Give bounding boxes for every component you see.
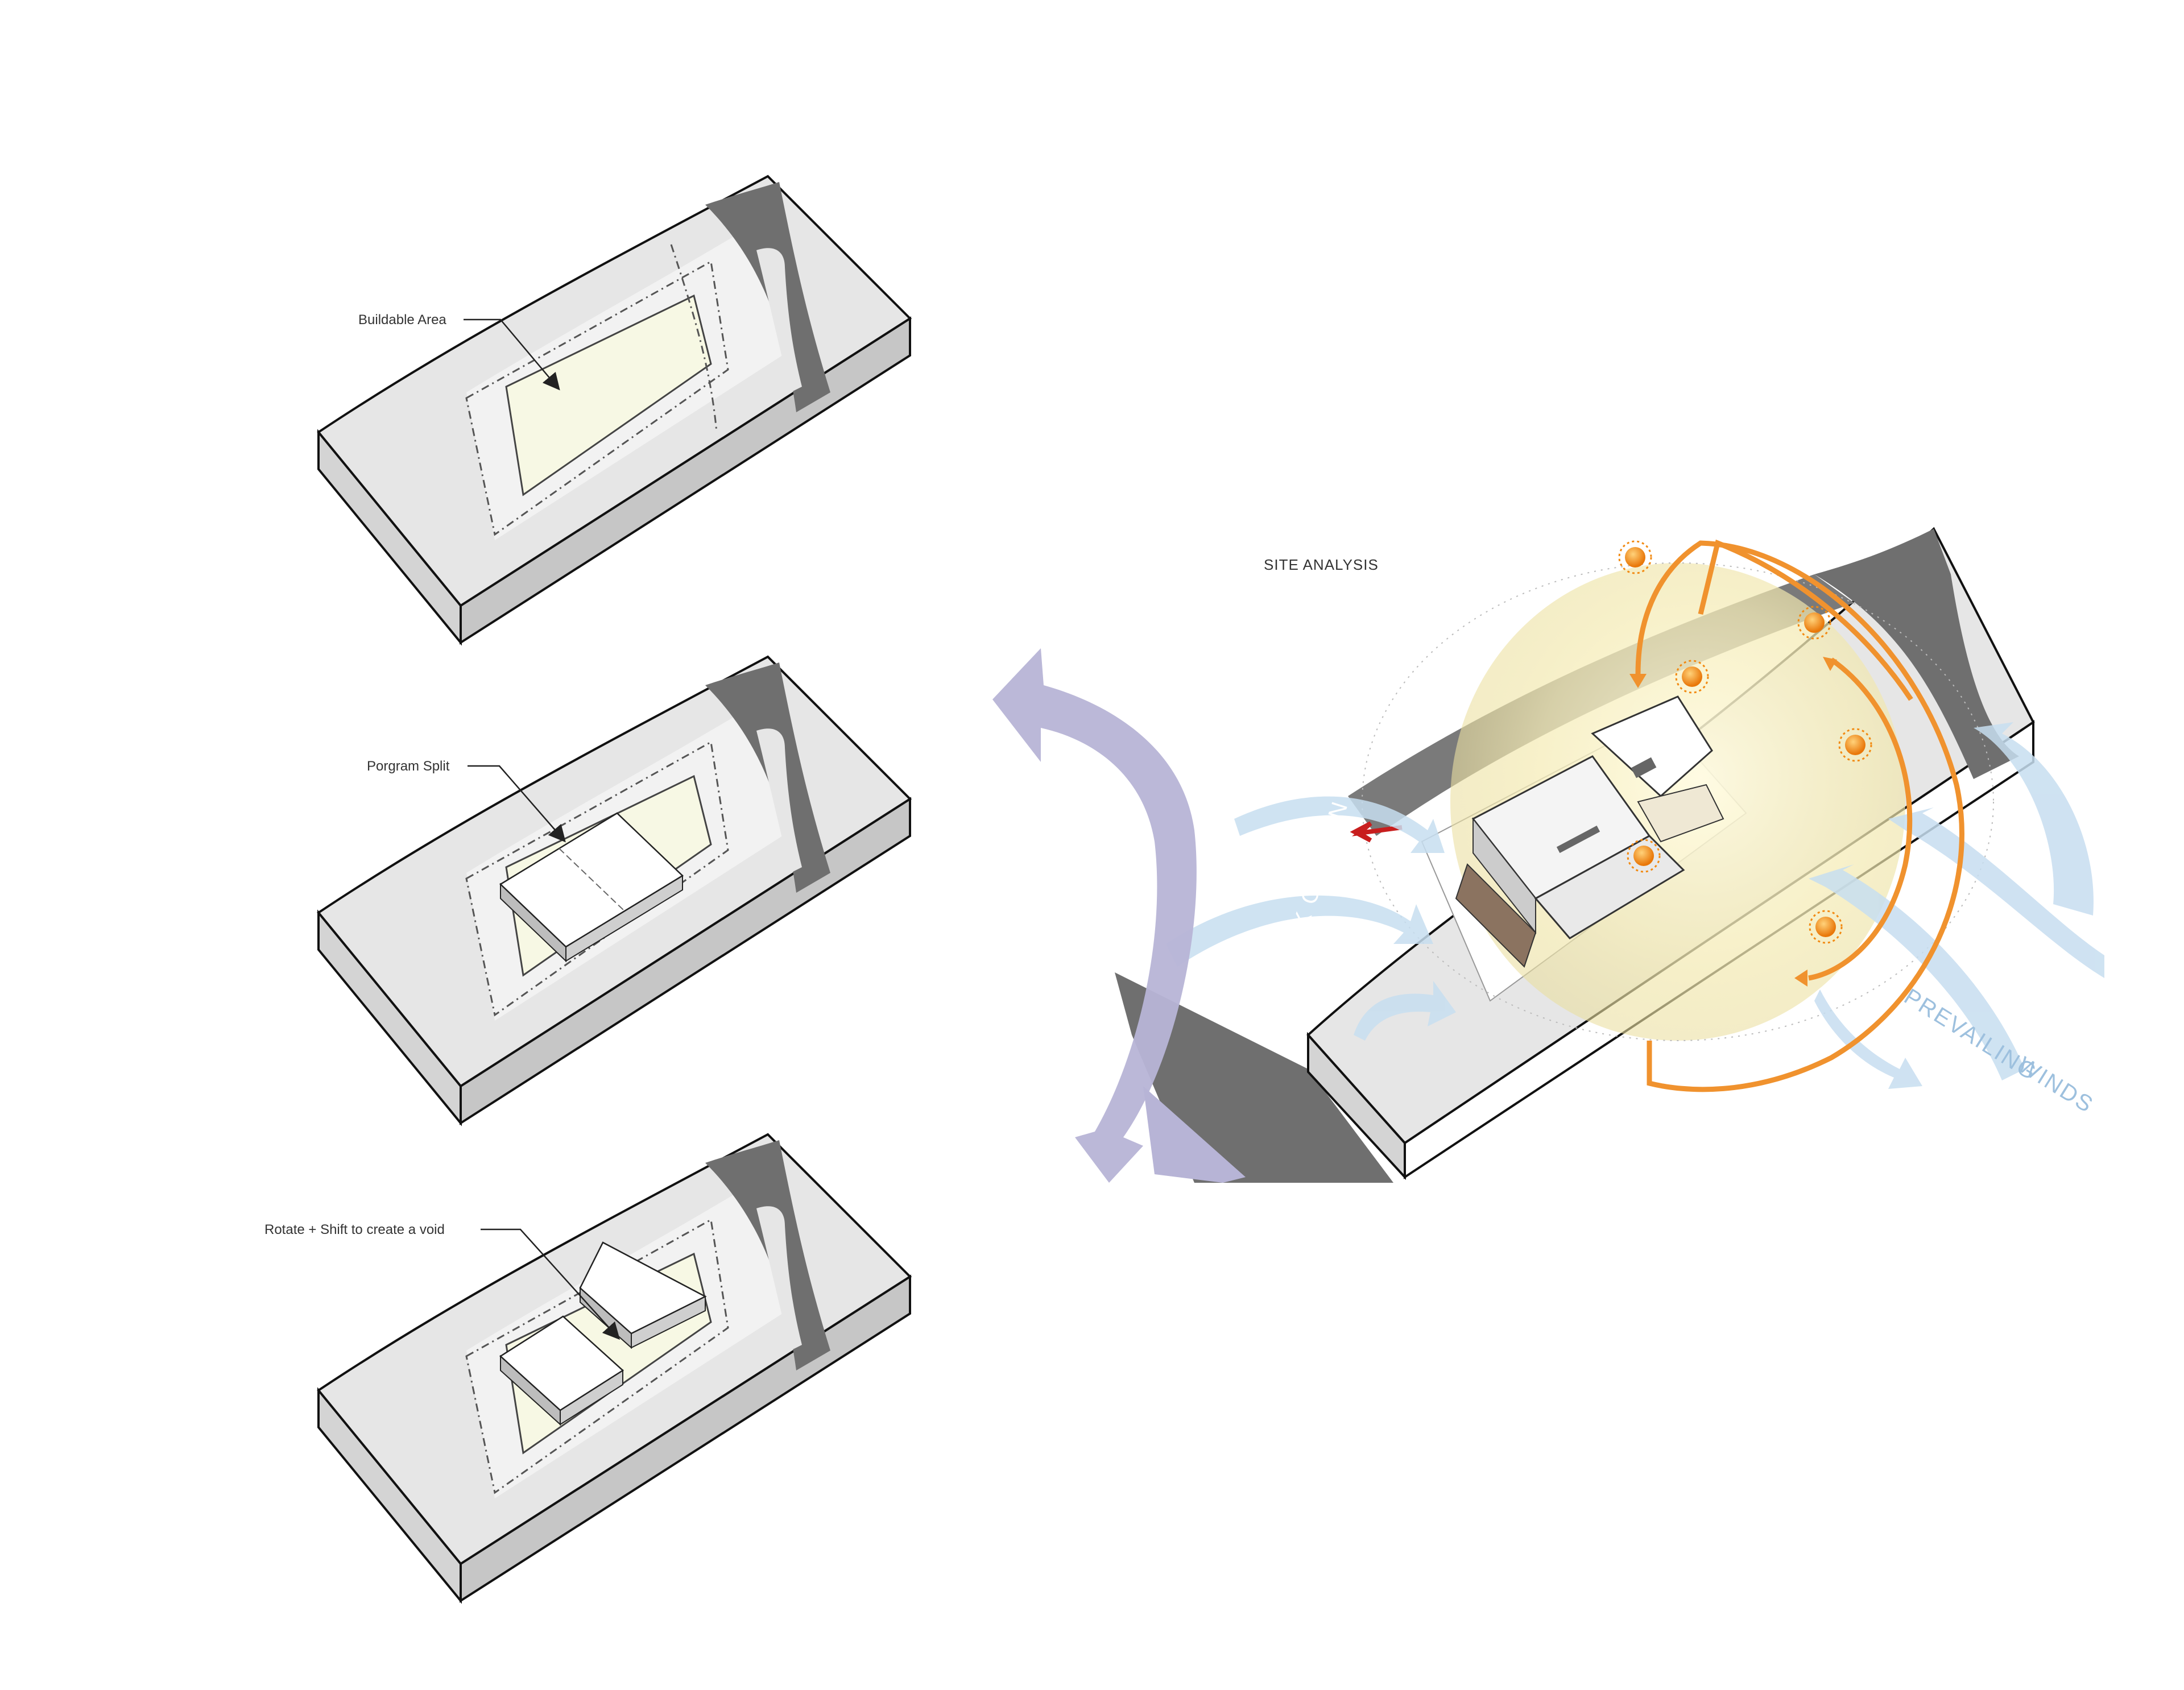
- wind-arrow-icon: [1974, 722, 2094, 916]
- leader-program-split: [468, 765, 566, 843]
- arrow-head-icon: [1823, 657, 1837, 671]
- program-volume-lower: [499, 1315, 624, 1426]
- sun-icon: [1797, 606, 1831, 640]
- canyon-views-arrowhead-bottom: [1143, 1086, 1246, 1183]
- panel-buildable-area: Buildable Area: [317, 175, 912, 646]
- panel-program-split: Porgram Split: [317, 655, 912, 1126]
- sun-icon: [1627, 839, 1661, 873]
- winds-label: WINDS: [2013, 1052, 2098, 1118]
- building-terrace: [1455, 863, 1537, 968]
- buildable-area-fill: [505, 294, 712, 496]
- panel-rotate-shift: Rotate + Shift to create a void: [264, 1133, 912, 1604]
- building-annex: [1637, 784, 1724, 843]
- wind-arrow-icon: [1234, 796, 1445, 853]
- label-buildable-area: Buildable Area: [358, 312, 446, 328]
- program-volume-upper-rotated: [579, 1241, 707, 1349]
- road-inner-island: [756, 248, 802, 392]
- buildable-dashed-outline: [465, 740, 729, 1017]
- sun-path-arc-east: [1698, 539, 1913, 701]
- road-inner-island: [756, 728, 802, 873]
- buildable-dashed-outline: [465, 260, 729, 536]
- sun-path-arc-outer: [1635, 540, 1964, 1092]
- leader-rotate-shift: [481, 1228, 621, 1340]
- site-analysis-title: SITE ANALYSIS: [1264, 556, 1379, 573]
- program-volume: [499, 812, 684, 963]
- canyon-views-arrow: [992, 648, 1197, 1183]
- label-program-split: Porgram Split: [367, 759, 450, 774]
- sun-positions: [1618, 540, 1872, 944]
- wind-arrow-icon: [1888, 807, 2104, 978]
- sun-path-arrowheads: [1629, 657, 1837, 987]
- program-split-line: [559, 848, 625, 912]
- sun-icon: [1618, 540, 1652, 574]
- panel-site-analysis: SITE ANALYSIS: [992, 527, 2104, 1183]
- building-window: [1556, 825, 1600, 854]
- label-rotate-shift: Rotate + Shift to create a void: [264, 1222, 445, 1237]
- prevailing-winds: [1166, 722, 2104, 1089]
- arrow-head-icon: [1629, 674, 1647, 688]
- sun-path-arrows: [1635, 539, 1964, 1092]
- program-volume-top: [579, 1241, 707, 1335]
- sun-icon: [1838, 728, 1872, 762]
- wind-arrow-icon: [1354, 981, 1456, 1041]
- wind-arrow-icon: [1814, 989, 1922, 1089]
- building-model: [1455, 695, 1724, 968]
- road-inner-island: [756, 1206, 802, 1351]
- buildable-dashed-outline: [465, 1218, 729, 1494]
- north-arrow: [1350, 821, 1403, 843]
- building-window: [1631, 757, 1657, 778]
- road-curve-large: [1814, 529, 2019, 779]
- program-volume-top: [499, 1315, 624, 1411]
- arrow-head-icon: [1794, 970, 1807, 987]
- leader-buildable-area: [464, 318, 560, 391]
- wind-arrow-icon: [1166, 895, 1433, 967]
- sun-path-arc-inner: [1808, 657, 1913, 981]
- wind-arrow-icon: [1809, 864, 2025, 1080]
- sun-icon: [1809, 910, 1843, 944]
- sun-icon: [1675, 660, 1709, 694]
- setback-line: [670, 244, 718, 433]
